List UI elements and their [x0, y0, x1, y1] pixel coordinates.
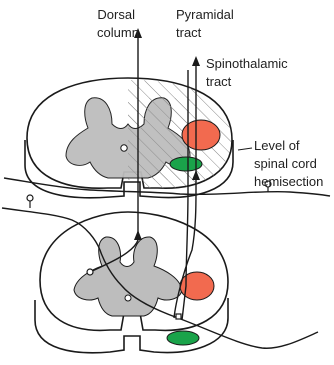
neuron-cell-body-icon [176, 314, 181, 319]
upper-cord-segment [25, 78, 233, 198]
lower-cord-segment [35, 212, 228, 353]
upper-central-canal [121, 145, 127, 151]
lower-central-canal [125, 295, 131, 301]
label-pyramidal-tract: Pyramidal tract [176, 7, 237, 40]
label-level-of-hemisection: Level of spinal cord hemisection [254, 138, 323, 189]
hemisection-leader-line [238, 148, 252, 150]
neuron-cell-body-icon [27, 195, 33, 201]
label-dorsal-column: Dorsal column [97, 7, 139, 40]
upper-spinothalamic-tract [170, 157, 202, 171]
neuron-cell-body-icon [87, 269, 93, 275]
lower-spinothalamic-tract [167, 331, 199, 345]
label-spinothalamic-tract: Spinothalamic tract [206, 56, 291, 89]
arrow-up-icon [192, 56, 200, 66]
